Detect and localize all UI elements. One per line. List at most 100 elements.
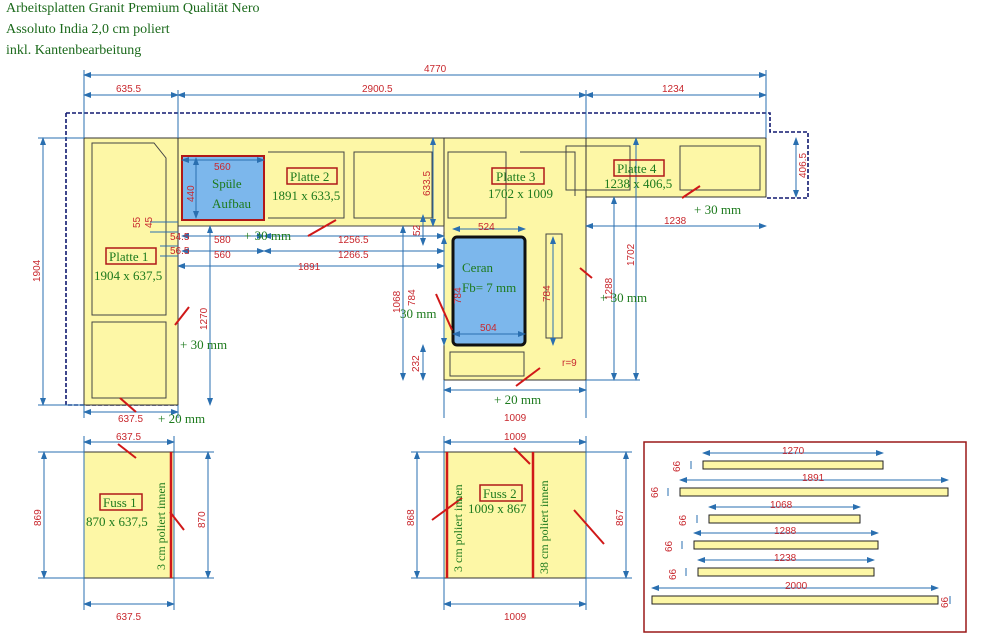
dim-w504: 504	[480, 323, 497, 334]
note-plus20-b: + 20 mm	[494, 392, 541, 407]
note-plus30-b: + 30 mm	[180, 337, 227, 352]
platte-3-size: 1702 x 1009	[488, 186, 553, 201]
strip-2-length: 1891	[802, 473, 825, 484]
strip-4-thick: 66	[664, 540, 675, 552]
sink-label-1: Spüle	[212, 176, 242, 191]
strip-2: 1891 66	[650, 473, 949, 498]
strip-6-length: 2000	[785, 581, 808, 592]
platte-4-size: 1238 x 406,5	[604, 176, 672, 191]
note-plus30-e: + 30 mm	[600, 290, 647, 305]
dim-h1904: 1904	[32, 259, 43, 282]
fuss-1-edge-marks	[117, 443, 185, 531]
fuss-1-label: Fuss 1	[103, 495, 137, 510]
dim-w1891: 1891	[298, 262, 321, 273]
strip-6: 2000 66	[651, 581, 951, 608]
platte-1-label-box	[105, 247, 157, 265]
fuss-1-slab	[83, 451, 175, 579]
ceran-cutout	[451, 235, 527, 347]
fuss-1-label-box	[99, 493, 143, 511]
dim-total: 4770	[424, 64, 447, 75]
strip-5: 1238 66	[668, 553, 875, 580]
sink-label-2: Aufbau	[212, 196, 251, 211]
fuss-2-edge-note-right: 38 cm poliert innen	[537, 480, 551, 574]
header-line-2: Assoluto India 2,0 cm poliert	[6, 22, 170, 37]
fuss-2-size: 1009 x 867	[468, 501, 527, 516]
dim-small-45: 45	[144, 216, 155, 228]
fuss-2-dim-right: 867	[615, 509, 626, 526]
strip-3-length: 1068	[770, 500, 793, 511]
dim-h406: 406.5	[798, 153, 809, 178]
fuss-1-dim-top: 637.5	[116, 432, 141, 443]
dim-w1266: 1266.5	[338, 250, 369, 261]
dim-h784-c: 784	[542, 285, 553, 302]
note-plus30-d: 30 mm	[400, 306, 436, 321]
fuss-2-label: Fuss 2	[483, 486, 517, 501]
ceran-label-1: Ceran	[462, 260, 494, 275]
dim-w1238: 1238	[664, 216, 687, 227]
strip-5-length: 1238	[774, 553, 797, 564]
dim-left: 635.5	[116, 84, 141, 95]
strip-5-thick: 66	[668, 568, 679, 580]
fuss-1-dim-left: 869	[33, 509, 44, 526]
dim-bottom-637: 637.5	[118, 414, 143, 425]
fuss-2-edge-marks	[431, 447, 605, 545]
platte-3-label: Platte 3	[496, 169, 535, 184]
dim-h784-b: 784	[453, 287, 464, 304]
dim-sink-width: 560	[214, 162, 231, 173]
fuss-1-dim-bottom: 637.5	[116, 612, 141, 623]
ceran-label-2: Fb= 7 mm	[462, 280, 516, 295]
dim-small-55: 55	[132, 216, 143, 228]
dim-mid: 2900.5	[362, 84, 393, 95]
fuss-1-size: 870 x 637,5	[86, 514, 148, 529]
dim-right: 1234	[662, 84, 685, 95]
dim-small-565: 56.5	[170, 246, 190, 257]
dim-h633: 633.5	[422, 171, 433, 196]
strip-3: 1068 66	[678, 500, 861, 526]
header-line-1: Arbeitsplatten Granit Premium Qualität N…	[6, 1, 260, 16]
dim-w560: 560	[214, 250, 231, 261]
fuss-1-dim-right: 870	[197, 511, 208, 528]
strip-6-thick: 66	[940, 596, 951, 608]
fuss-1-dimension-lines	[38, 436, 214, 610]
fuss-2-dim-left: 868	[406, 509, 417, 526]
strip-2-thick: 66	[650, 486, 661, 498]
dim-w1256: 1256.5	[338, 235, 369, 246]
fuss-2-label-box	[479, 484, 523, 502]
dim-h1068: 1068	[392, 290, 403, 313]
dim-h1270: 1270	[199, 307, 210, 330]
note-plus20-a: + 20 mm	[158, 411, 205, 426]
dim-small-545: 54.5	[170, 232, 190, 243]
strip-3-thick: 66	[678, 514, 689, 526]
platte-2-size: 1891 x 633,5	[272, 188, 340, 203]
platte-2-label: Platte 2	[290, 169, 329, 184]
fuss-2-edge-note-left: 3 cm poliert innen	[451, 484, 465, 572]
fuss-1-edge-note: 3 cm poliert innen	[154, 482, 168, 570]
dim-h1288: 1288	[604, 277, 615, 300]
platte-2-label-box	[286, 167, 338, 185]
dim-h1702: 1702	[626, 243, 637, 266]
note-plus30-a: + 30 mm	[244, 228, 291, 243]
dim-radius: r=9	[562, 358, 577, 369]
fuss-2-slab	[443, 451, 587, 579]
dim-h232: 232	[411, 355, 422, 372]
note-plus30-c: + 30 mm	[694, 202, 741, 217]
platte-3-label-box	[491, 167, 545, 185]
platte-1-slab	[83, 137, 179, 406]
strip-4: 1288 66	[664, 526, 879, 552]
strip-1-thick: 66	[672, 460, 683, 472]
platte-4-label: Platte 4	[617, 161, 657, 176]
fuss-2-dim-top: 1009	[504, 432, 527, 443]
platte-4-label-box	[613, 159, 665, 177]
strip-1-length: 1270	[782, 446, 805, 457]
dim-w580: 580	[214, 235, 231, 246]
edge-polish-marks	[119, 185, 701, 413]
dim-h784-a: 784	[407, 289, 418, 306]
dim-w524: 524	[478, 222, 495, 233]
platte-1-label: Platte 1	[109, 249, 148, 264]
dim-bottom-1009: 1009	[504, 413, 527, 424]
dimension-lines	[38, 70, 799, 418]
platte-4-slab	[585, 137, 767, 198]
dim-h440: 440	[186, 185, 197, 202]
platte-1-size: 1904 x 637,5	[94, 268, 162, 283]
